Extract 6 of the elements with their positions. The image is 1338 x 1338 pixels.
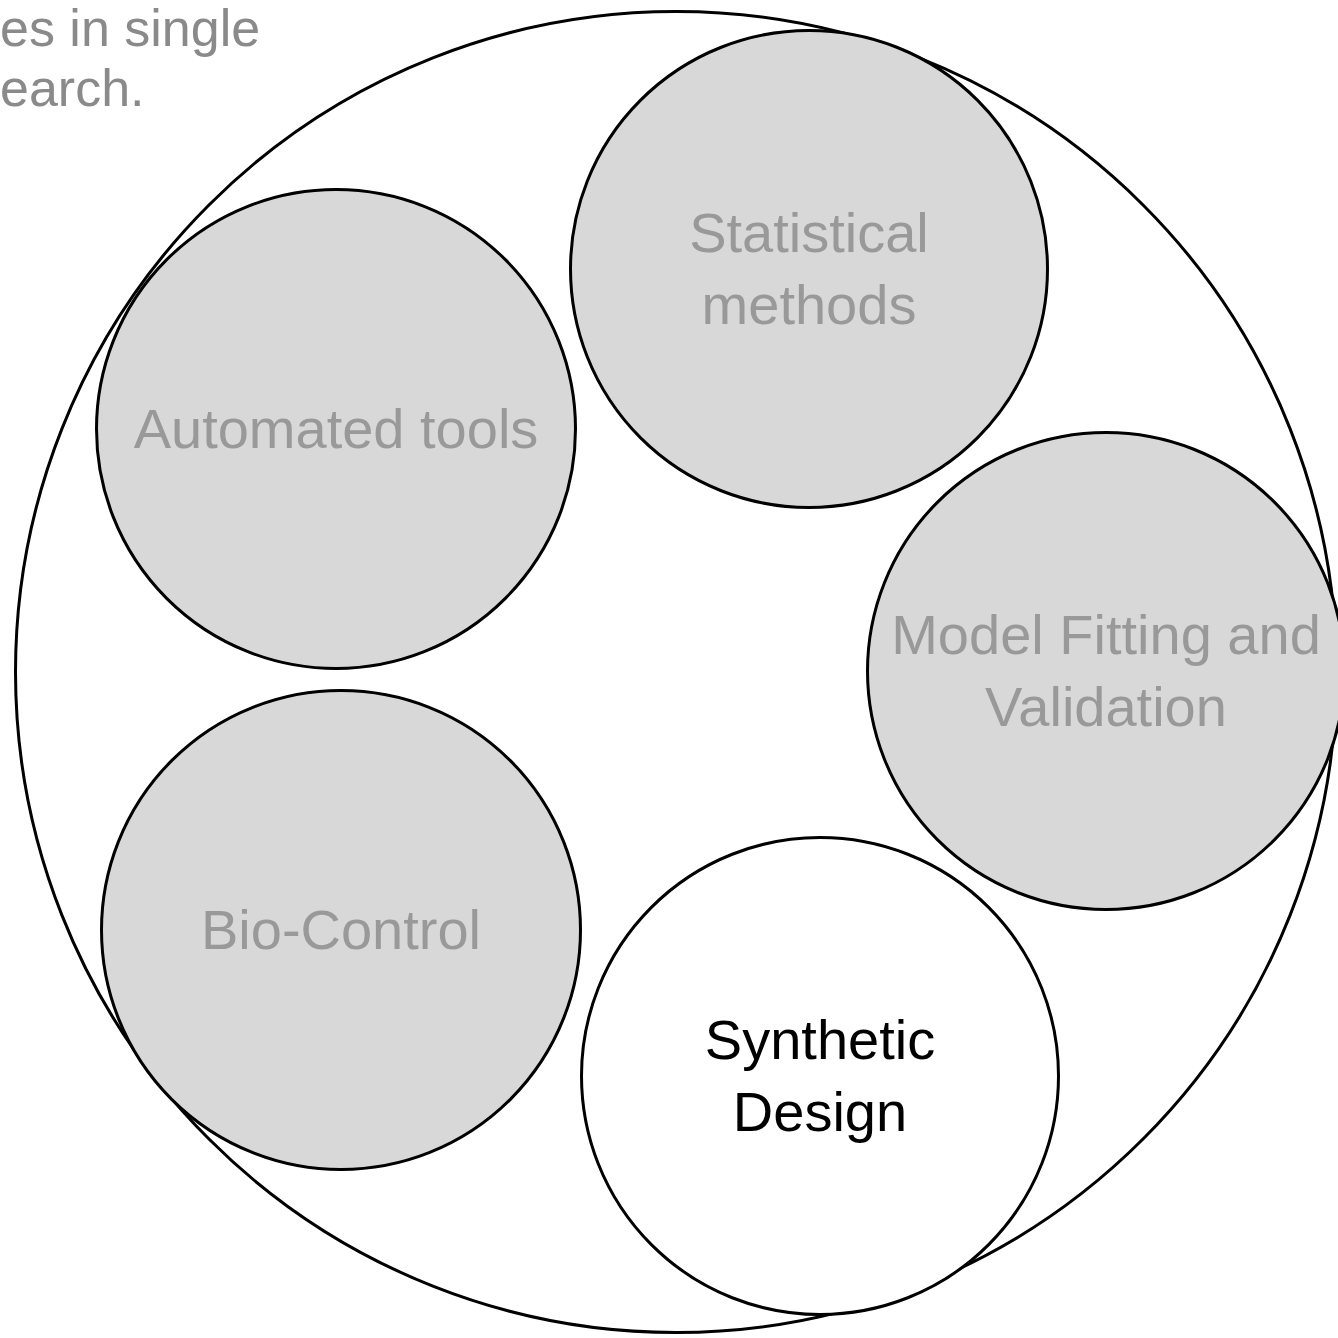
text-fragment: es in single earch. bbox=[0, 0, 262, 118]
topic-label: Statistical methods bbox=[688, 200, 930, 338]
topic-label: Bio-Control bbox=[199, 897, 483, 963]
topic-label: Automated tools bbox=[132, 396, 540, 462]
topic-label: Synthetic Design bbox=[703, 1007, 937, 1145]
topic-label: Model Fitting and Validation bbox=[890, 602, 1322, 740]
